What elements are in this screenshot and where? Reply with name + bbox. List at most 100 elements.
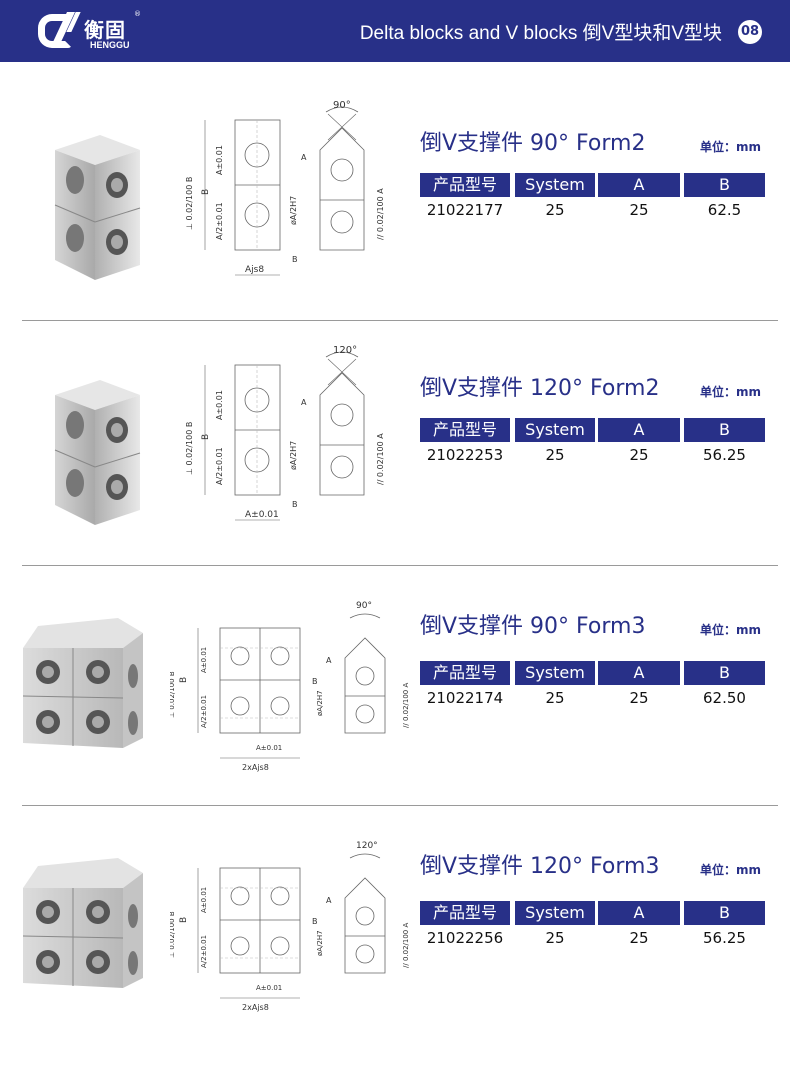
table-cell: 25	[629, 929, 649, 947]
drawing-label: 2xAjs8	[242, 1003, 269, 1012]
table-header-cell: A	[598, 661, 680, 685]
drawing-label: A/2±0.01	[215, 202, 224, 240]
unit-label: 单位：mm	[700, 623, 762, 637]
drawing-label: // 0.02/100 A	[376, 433, 385, 485]
table-header-cell: A	[598, 901, 680, 925]
table-row: 21022174 25 25 62.50	[420, 689, 765, 709]
table-cell: 62.5	[707, 201, 742, 219]
table-header-cell: 产品型号	[420, 901, 510, 925]
product-title: 倒V支撑件 90° Form3	[420, 614, 646, 639]
table-cell: 25	[545, 689, 565, 707]
table-header-cell: System	[515, 661, 595, 685]
table-cell: 25	[545, 929, 565, 947]
table-header-cell: 产品型号	[420, 173, 510, 197]
section-divider	[22, 320, 778, 321]
drawing-label: A	[301, 398, 307, 407]
table-header-cell: B	[684, 661, 765, 685]
table-cell: 56.25	[703, 929, 746, 947]
page-header: 衡固 HENGGU ® Delta blocks and V blocks 倒V…	[0, 0, 790, 62]
product-photo	[18, 598, 148, 778]
drawing-label: A±0.01	[200, 647, 208, 673]
product-title: 倒V支撑件 90° Form2	[420, 131, 646, 156]
product-title: 倒V支撑件 120° Form2	[420, 376, 660, 401]
drawing-label: B	[201, 434, 211, 440]
table-header-cell: System	[515, 418, 595, 442]
table-header-cell: A	[598, 418, 680, 442]
drawing-label: Ajs8	[245, 265, 264, 275]
section-divider	[22, 565, 778, 566]
product-photo	[18, 838, 148, 1018]
table-header-cell: 产品型号	[420, 418, 510, 442]
table-row: 21022177 25 25 62.5	[420, 201, 765, 221]
product-title: 倒V支撑件 120° Form3	[420, 854, 660, 879]
table-header-cell: B	[684, 418, 765, 442]
table-header-cell: System	[515, 173, 595, 197]
drawing-label: A/2±0.01	[215, 447, 224, 485]
drawing-label: 2xAjs8	[242, 763, 269, 772]
drawing-label: A	[326, 896, 332, 905]
table-cell: 25	[545, 201, 565, 219]
drawing-label: A±0.01	[200, 887, 208, 913]
drawing-label: A±0.01	[215, 390, 224, 420]
table-cell: 25	[545, 446, 565, 464]
drawing-label: ⊥ 0.02/100 B	[185, 422, 194, 475]
table-header-cell: A	[598, 173, 680, 197]
logo-registered: ®	[134, 10, 141, 18]
drawing-label: A	[326, 656, 332, 665]
table-cell: 21022174	[426, 689, 504, 707]
drawing-label: A±0.01	[215, 145, 224, 175]
drawing-label: 90°	[356, 601, 372, 611]
table-cell: 21022253	[426, 446, 504, 464]
drawing-label: ⊥ 0.02/100 B	[170, 911, 176, 958]
drawing-label: øA/2H7	[316, 690, 324, 716]
table-header-cell: B	[684, 901, 765, 925]
logo-en: HENGGU	[90, 40, 130, 50]
logo-cn: 衡固	[84, 18, 126, 42]
drawing-label: øA/2H7	[289, 196, 298, 225]
drawing-label: A	[301, 153, 307, 162]
drawing-label: B	[179, 677, 189, 683]
table-header-cell: 产品型号	[420, 661, 510, 685]
drawing-label: A±0.01	[245, 510, 279, 520]
table-row: 21022256 25 25 56.25	[420, 929, 765, 949]
unit-label: 单位：mm	[700, 385, 762, 399]
drawing-label: B	[179, 917, 189, 923]
drawing-label: øA/2H7	[289, 441, 298, 470]
header-title: Delta blocks and V blocks 倒V型块和V型块	[359, 23, 722, 44]
table-cell: 25	[629, 201, 649, 219]
table-cell: 21022256	[426, 929, 504, 947]
drawing-label: 120°	[356, 841, 378, 851]
unit-label: 单位：mm	[700, 863, 762, 877]
drawing-label: B	[292, 500, 298, 509]
table-row: 21022253 25 25 56.25	[420, 446, 765, 466]
logo-mark-icon	[38, 14, 72, 48]
section-divider	[22, 805, 778, 806]
drawing-label: B	[312, 917, 318, 926]
drawing-label: B	[201, 189, 211, 195]
table-cell: 25	[629, 689, 649, 707]
unit-label: 单位：mm	[700, 140, 762, 154]
drawing-label: 120°	[333, 345, 357, 356]
drawing-label: øA/2H7	[316, 930, 324, 956]
drawing-label: A±0.01	[256, 984, 282, 992]
table-cell: 62.50	[703, 689, 746, 707]
table-cell: 56.25	[703, 446, 746, 464]
drawing-label: ⊥ 0.02/100 B	[185, 177, 194, 230]
drawing-label: A±0.01	[256, 744, 282, 752]
product-photo	[25, 110, 155, 290]
page-number-badge: 08	[738, 20, 762, 44]
henggu-logo: 衡固 HENGGU ®	[38, 10, 148, 54]
drawing-label: // 0.02/100 A	[402, 683, 410, 728]
table-header-cell: B	[684, 173, 765, 197]
table-cell: 25	[629, 446, 649, 464]
table-cell: 21022177	[426, 201, 504, 219]
drawing-label: // 0.02/100 A	[376, 188, 385, 240]
